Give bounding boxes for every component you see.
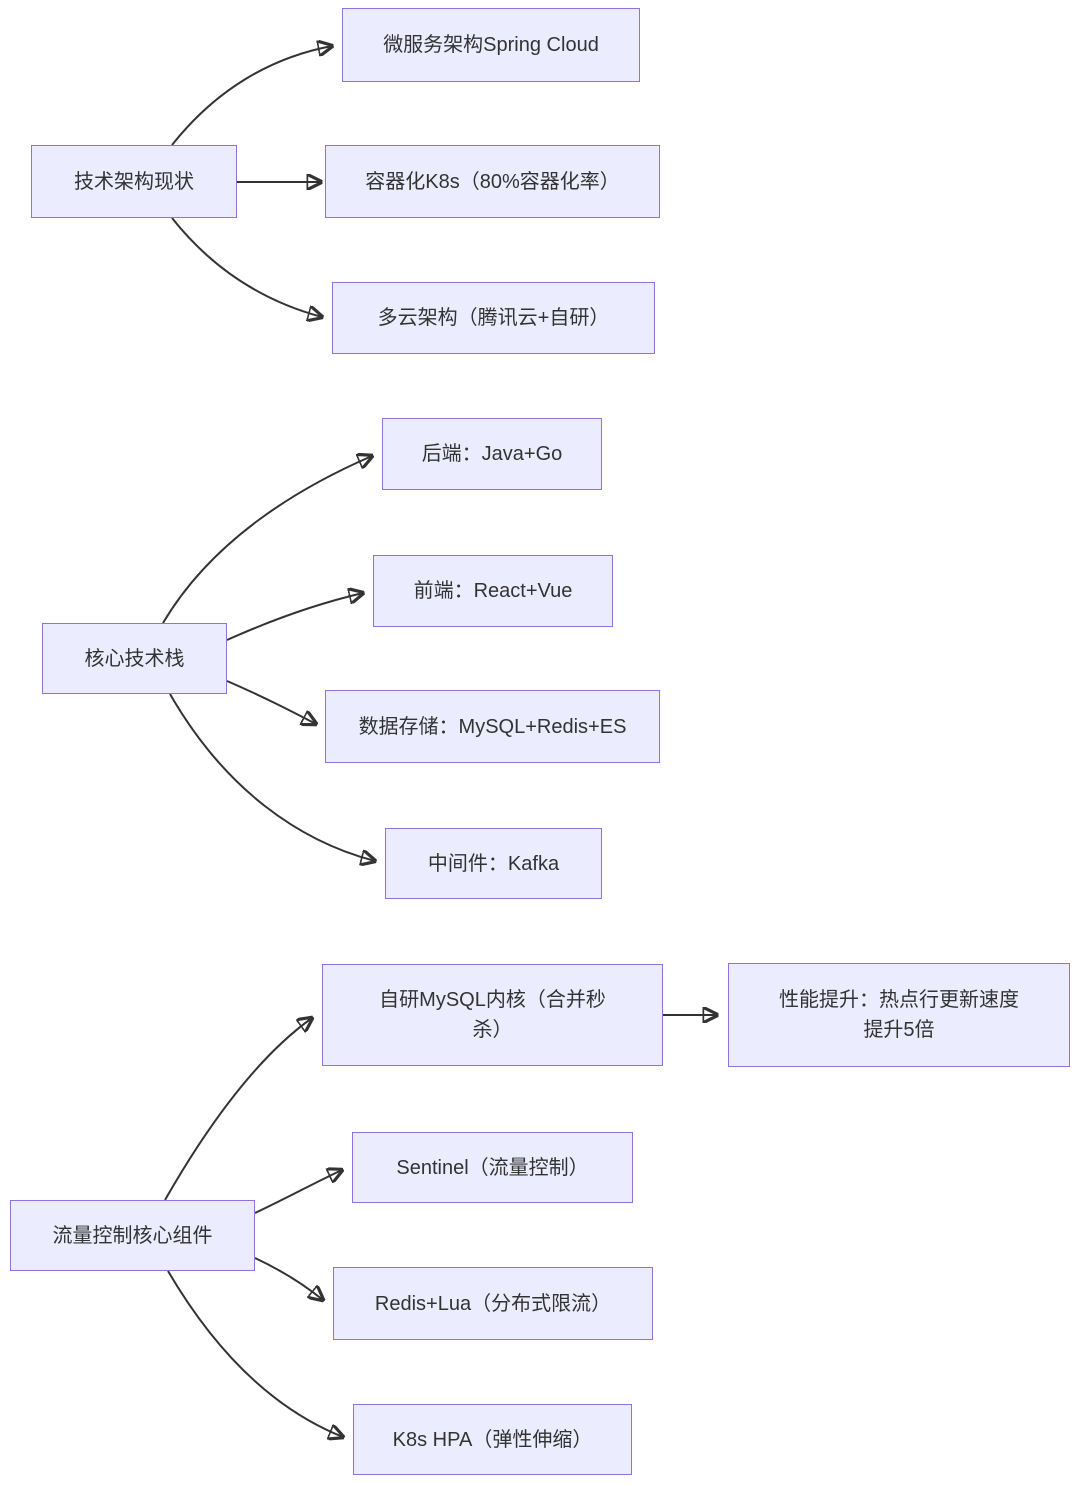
node-data-storage: 数据存储：MySQL+Redis+ES [325, 690, 660, 763]
node-sentinel: Sentinel（流量控制） [352, 1132, 633, 1203]
node-container-k8s: 容器化K8s（80%容器化率） [325, 145, 660, 218]
node-core-tech-stack: 核心技术栈 [42, 623, 227, 694]
edge-core-stack-to-backend [162, 456, 372, 624]
node-tech-arch-status: 技术架构现状 [31, 145, 237, 218]
node-frontend: 前端：React+Vue [373, 555, 613, 627]
node-backend: 后端：Java+Go [382, 418, 602, 490]
edge-flow-control-to-k8s-hpa [167, 1270, 343, 1437]
node-mysql-kernel: 自研MySQL内核（合并秒 杀） [322, 964, 663, 1066]
edge-core-stack-to-frontend [226, 593, 363, 641]
node-performance-boost: 性能提升：热点行更新速度 提升5倍 [728, 963, 1070, 1067]
node-multicloud: 多云架构（腾讯云+自研） [332, 282, 655, 354]
node-redis-lua: Redis+Lua（分布式限流） [333, 1267, 653, 1340]
edge-flow-control-to-redis-lua [254, 1257, 323, 1300]
edge-core-stack-to-storage [226, 680, 316, 724]
edge-flow-control-to-sentinel [254, 1170, 342, 1214]
node-microservice-spring-cloud: 微服务架构Spring Cloud [342, 8, 640, 82]
edge-tech-arch-to-microservice [171, 46, 332, 146]
edge-core-stack-to-middleware [169, 693, 375, 861]
edge-tech-arch-to-multicloud [171, 217, 322, 317]
edge-flow-control-to-mysql-kernel [164, 1018, 312, 1201]
node-flow-control-core: 流量控制核心组件 [10, 1200, 255, 1271]
node-middleware-kafka: 中间件：Kafka [385, 828, 602, 899]
node-k8s-hpa: K8s HPA（弹性伸缩） [353, 1404, 632, 1475]
